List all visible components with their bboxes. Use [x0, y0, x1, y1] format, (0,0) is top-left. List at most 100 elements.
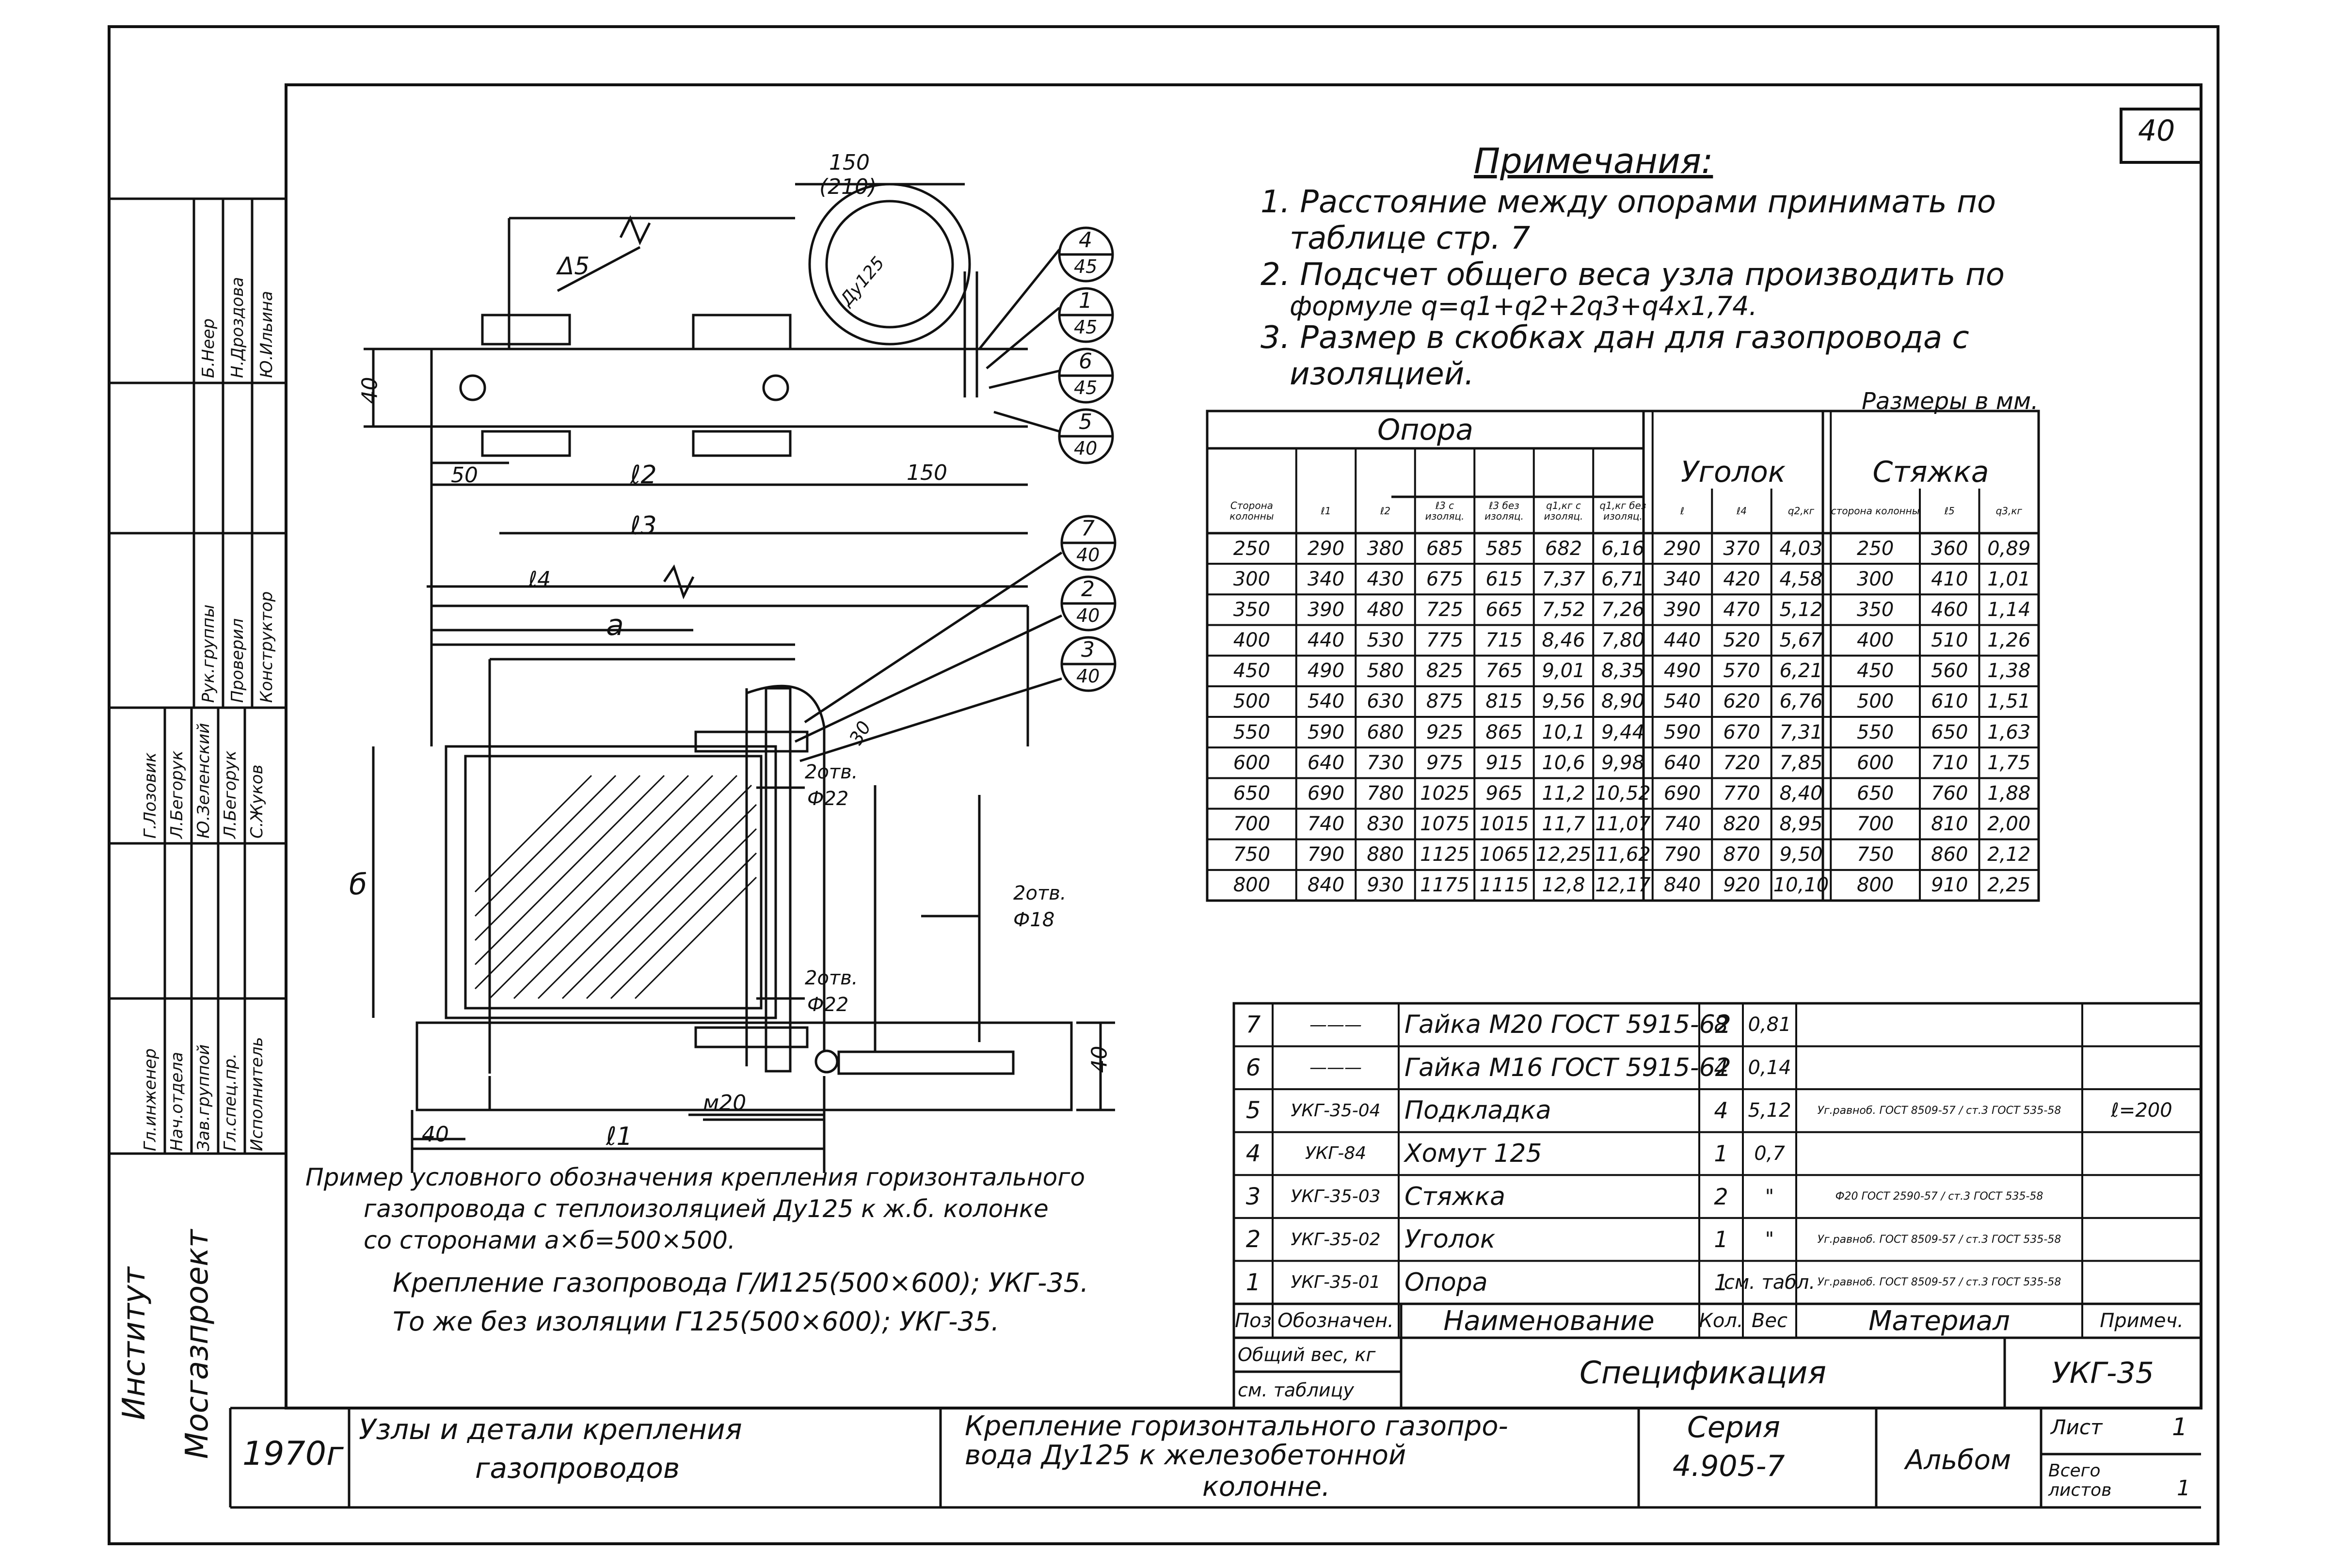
dims-cell: 550 — [1856, 721, 1894, 744]
dims-cell: 700 — [1233, 813, 1271, 836]
sheet-title-2: вода Ду125 к железобетонной — [965, 1440, 1406, 1471]
dims-subheader: ℓ4 — [1737, 505, 1747, 517]
dims-cell: 440 — [1663, 629, 1701, 652]
spec-header-code: Обозначен. — [1277, 1310, 1394, 1332]
dims-cell: 5,67 — [1779, 629, 1823, 652]
dims-cell: 865 — [1485, 721, 1523, 744]
spec-cell-code: УКГ-35-02 — [1291, 1229, 1381, 1250]
notes-title: Примечания: — [1474, 141, 1713, 181]
spec-cell-qty: 2 — [1714, 1183, 1728, 1210]
dims-cell: 880 — [1367, 843, 1404, 866]
sign-name-2: Н.Дроздова — [228, 277, 247, 378]
dims-cell: 360 — [1931, 537, 1968, 560]
dim-150: 150 — [829, 150, 870, 175]
caption-line-1: Пример условного обозначения крепления г… — [305, 1163, 1085, 1191]
dims-subheader: ℓ3 без изоляц. — [1484, 500, 1524, 522]
dims-cell: 770 — [1723, 782, 1760, 805]
dim-210: (210) — [819, 174, 877, 199]
holes-dia-1: Ф22 — [807, 788, 849, 810]
dims-cell: 11,62 — [1595, 843, 1651, 866]
caption-line-3: со сторонами а×б=500×500. — [364, 1226, 735, 1254]
dims-cell: 650 — [1233, 782, 1271, 805]
spec-cell-name: Стяжка — [1404, 1182, 1505, 1211]
dims-cell: 2,25 — [1987, 874, 2031, 897]
note-line-1: 1. Расстояние между опорами принимать по — [1261, 184, 1996, 220]
dims-cell: 7,85 — [1779, 751, 1823, 774]
dims-cell: 1,38 — [1987, 660, 2031, 682]
sign-role: Гл.инженер — [141, 1048, 160, 1151]
dims-cell: 765 — [1485, 660, 1523, 682]
dims-cell: 720 — [1723, 751, 1760, 774]
dims-cell: 7,26 — [1601, 598, 1645, 621]
dims-cell: 815 — [1485, 690, 1523, 713]
spec-cell-code: УКГ-84 — [1305, 1143, 1367, 1164]
spec-cell-material: Уг.равноб. ГОСТ 8509-57 / ст.3 ГОСТ 535-… — [1817, 1233, 2061, 1246]
dims-cell: 780 — [1367, 782, 1404, 805]
series-label: Серия — [1687, 1410, 1780, 1444]
group-header-ugolok: Уголок — [1680, 455, 1786, 489]
dims-cell: 390 — [1307, 598, 1345, 621]
dims-cell: 790 — [1663, 843, 1701, 866]
spec-cell-qty: 1 — [1714, 1140, 1728, 1167]
spec-cell-pos: 4 — [1245, 1140, 1261, 1167]
callout-1-sheet: 45 — [1074, 317, 1098, 338]
dims-cell: 7,37 — [1542, 568, 1585, 590]
sign-name: Л.Бегорук — [167, 750, 187, 839]
dims-cell: 4,58 — [1779, 568, 1823, 590]
title-block-grid — [229, 1407, 2201, 1509]
sign-role: Зав.группой — [194, 1044, 213, 1151]
dims-cell: 9,44 — [1601, 721, 1645, 744]
spec-cell-code: ——— — [1309, 1014, 1362, 1035]
spec-cell-code: ——— — [1309, 1058, 1362, 1078]
dims-cell: 790 — [1307, 843, 1345, 866]
sheet-title-1: Крепление горизонтального газопро- — [965, 1410, 1508, 1442]
album-title-2: газопроводов — [475, 1452, 680, 1485]
spec-cell-pos: 3 — [1245, 1183, 1261, 1210]
signature-strip — [109, 197, 286, 1155]
dims-cell: 500 — [1233, 690, 1271, 713]
dims-cell: 682 — [1545, 537, 1582, 560]
sign-role-2: Рук.группы — [199, 604, 218, 703]
dims-subheader: ℓ3 с изоляц. — [1425, 500, 1465, 522]
dims-cell: 665 — [1485, 598, 1523, 621]
dims-cell: 685 — [1426, 537, 1464, 560]
dims-cell: 1015 — [1479, 813, 1529, 836]
dims-cell: 5,12 — [1779, 598, 1823, 621]
dims-cell: 10,10 — [1773, 874, 1829, 897]
callout-1-num: 1 — [1079, 288, 1092, 313]
dims-subheader: q1,кг с изоляц. — [1544, 500, 1583, 522]
spec-header-pos: Поз — [1235, 1310, 1272, 1332]
dims-cell: 640 — [1307, 751, 1345, 774]
dims-unit-label: Размеры в мм. — [1862, 388, 2039, 415]
spec-cell-pos: 1 — [1245, 1268, 1261, 1296]
total-value: 1 — [2177, 1476, 2190, 1501]
dims-cell: 350 — [1856, 598, 1894, 621]
spec-cell-mass: 0,7 — [1754, 1142, 1785, 1165]
dims-cell: 740 — [1663, 813, 1701, 836]
sheet-label: Лист — [2051, 1415, 2103, 1439]
dims-cell: 1,51 — [1987, 690, 2031, 713]
dims-cell: 500 — [1856, 690, 1894, 713]
dims-cell: 725 — [1426, 598, 1464, 621]
dim-a: а — [606, 608, 624, 642]
sign-name: С.Жуков — [247, 764, 267, 839]
dims-cell: 300 — [1233, 568, 1271, 590]
dims-cell: 6,21 — [1779, 660, 1823, 682]
dims-cell: 710 — [1931, 751, 1968, 774]
spec-code: УКГ-35 — [2052, 1356, 2154, 1390]
callout-2-num: 2 — [1081, 577, 1095, 602]
dims-cell: 910 — [1931, 874, 1968, 897]
dims-cell: 12,25 — [1535, 843, 1592, 866]
dims-cell: 380 — [1367, 537, 1404, 560]
spec-cell-name: Гайка М20 ГОСТ 5915-62 — [1404, 1010, 1731, 1040]
dims-cell: 570 — [1723, 660, 1760, 682]
dims-cell: 8,35 — [1601, 660, 1645, 682]
dims-cell: 7,80 — [1601, 629, 1645, 652]
total-mass-ref: см. таблицу — [1238, 1379, 1354, 1401]
dims-cell: 470 — [1723, 598, 1760, 621]
dims-subheader: ℓ1 — [1321, 505, 1331, 517]
spec-cell-name: Опора — [1404, 1267, 1488, 1297]
callout-3-num: 3 — [1081, 637, 1095, 662]
dims-subheader: сторона колонны — [1831, 505, 1920, 517]
